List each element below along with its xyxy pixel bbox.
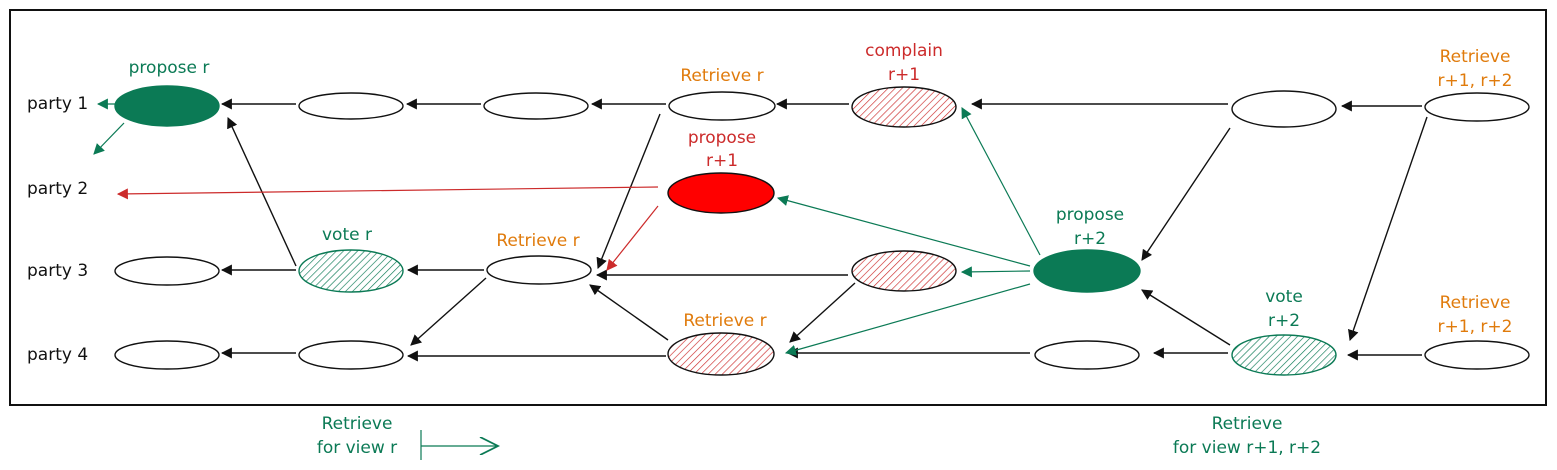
node-retrieve-r-top xyxy=(668,91,776,121)
label-vote-r2-round: r+2 xyxy=(1268,311,1300,331)
node-p3-c1 xyxy=(114,256,220,286)
label-propose-r1: propose xyxy=(688,128,756,148)
party-2-label: party 2 xyxy=(27,179,88,199)
node-retrieve-r12-bottom xyxy=(1424,340,1530,370)
node-p1-c2 xyxy=(298,92,404,120)
red-arrows xyxy=(116,186,659,271)
node-p4-c2 xyxy=(298,340,404,370)
label-propose-r1-round: r+1 xyxy=(706,151,738,171)
legend-right-line1: Retrieve xyxy=(1212,414,1283,434)
node-p4-c5 xyxy=(1034,340,1140,370)
label-retrieve-r12-top-rounds: r+1, r+2 xyxy=(1438,71,1513,91)
label-retrieve-r-low: Retrieve r xyxy=(683,311,766,331)
label-propose-r2-round: r+2 xyxy=(1074,229,1106,249)
black-arrows xyxy=(220,98,1428,362)
node-retrieve-r12-top xyxy=(1424,92,1530,122)
arrow-right-top-to-vote xyxy=(1348,116,1428,342)
label-retrieve-r-mid: Retrieve r xyxy=(496,231,579,251)
arrow-propose-r-down xyxy=(93,122,125,155)
label-retrieve-r12-top: Retrieve xyxy=(1440,47,1511,67)
label-vote-r: vote r xyxy=(322,225,372,245)
nodes xyxy=(114,85,1530,376)
arrow-propose-r2-to-r1 xyxy=(776,195,1031,267)
green-arrows xyxy=(93,98,1041,356)
node-propose-r1 xyxy=(667,172,775,214)
label-complain: complain xyxy=(865,41,943,61)
arrow-vote2-to-propose xyxy=(1141,289,1231,346)
arrow-propose-r2-to-complain xyxy=(961,107,1041,256)
node-vote-r2 xyxy=(1231,334,1337,376)
label-retrieve-r-top: Retrieve r xyxy=(680,66,763,86)
node-p3-hatch xyxy=(851,250,957,292)
arrow-p3-to-p4 xyxy=(410,277,487,346)
label-retrieve-r12-bottom: Retrieve xyxy=(1440,293,1511,313)
arrow-propose-r2-to-low xyxy=(784,283,1031,356)
legend-left-line2: for view r xyxy=(317,438,397,458)
node-propose-r2 xyxy=(1033,249,1141,293)
arrow-low-to-mid xyxy=(589,284,669,341)
legend-arrow-icon xyxy=(420,430,498,460)
party-4-label: party 4 xyxy=(27,345,88,365)
diagram-frame xyxy=(9,9,1547,406)
legend-right-line2: for view r+1, r+2 xyxy=(1173,438,1321,458)
node-p4-c1 xyxy=(114,340,220,370)
party-1-label: party 1 xyxy=(27,94,88,114)
arrow-retrieve-to-p3 xyxy=(596,113,661,270)
label-vote-r2: vote xyxy=(1265,287,1303,307)
node-p1-c3 xyxy=(483,92,589,120)
arrow-propose-r1-to-p2 xyxy=(116,186,659,200)
node-complain-r1 xyxy=(851,86,957,128)
arrow-hatch-to-low xyxy=(789,282,856,343)
party-3-label: party 3 xyxy=(27,261,88,281)
label-propose-r2: propose xyxy=(1056,205,1124,225)
node-p1-c6 xyxy=(1231,90,1337,128)
label-propose-r: propose r xyxy=(129,58,210,78)
node-retrieve-r-mid xyxy=(486,255,592,285)
legend-left-line1: Retrieve xyxy=(322,414,393,434)
arrow-propose-r2-to-hatch xyxy=(960,266,1031,278)
arrow-propose-r1-to-p3 xyxy=(606,205,659,271)
node-retrieve-r-low xyxy=(667,332,775,376)
arrow-r12-to-propose xyxy=(1141,127,1231,261)
node-propose-r xyxy=(114,85,220,127)
node-vote-r xyxy=(298,249,404,293)
label-retrieve-r12-bottom-rounds: r+1, r+2 xyxy=(1438,317,1513,337)
label-complain-round: r+1 xyxy=(888,65,920,85)
